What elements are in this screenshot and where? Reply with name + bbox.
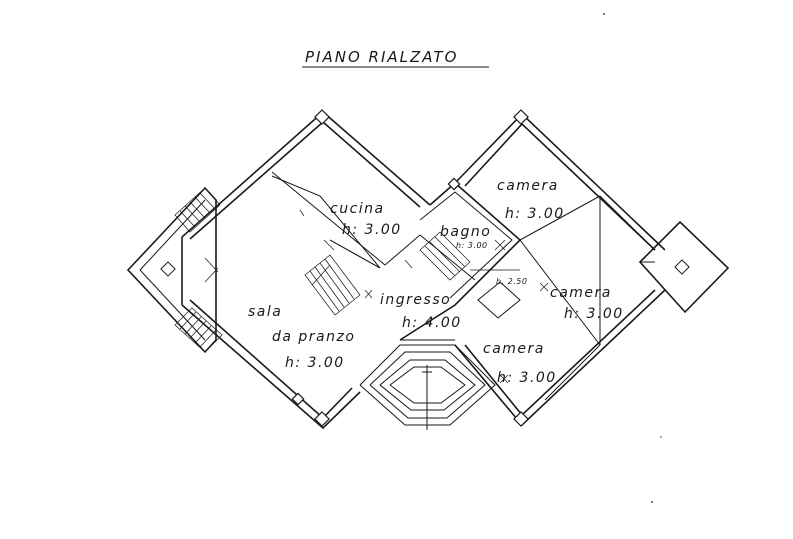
plan-title: PIANO RIALZATO [305, 48, 458, 66]
room-name-sala-line2: da pranzo [272, 329, 355, 345]
room-height-camera-right: h: 3.00 [564, 306, 624, 322]
internal-stair [304, 254, 361, 316]
room-height-disimpegno: h. 2.50 [496, 277, 527, 286]
room-height-cucina: h: 3.00 [342, 222, 402, 238]
room-height-sala: h: 3.00 [285, 355, 345, 371]
room-name-bagno: bagno [440, 224, 491, 240]
room-height-camera-bottom: h: 3.00 [497, 370, 557, 386]
room-name-camera-right: camera [550, 285, 612, 301]
room-name-cucina: cucina [330, 201, 385, 217]
stray-mark [603, 13, 605, 15]
room-height-bagno: h: 3.00 [456, 241, 488, 250]
left-wing [181, 109, 431, 430]
room-name-camera-top: camera [497, 178, 559, 194]
room-height-camera-top: h: 3.00 [505, 206, 565, 222]
left-balcony [126, 186, 223, 354]
room-name-camera-bottom: camera [483, 341, 545, 357]
room-name-ingresso: ingresso [380, 292, 451, 308]
right-wing [447, 109, 666, 427]
stray-mark [651, 501, 653, 503]
central-core [364, 181, 522, 346]
stray-mark [660, 436, 662, 438]
right-balcony [638, 220, 730, 314]
entrance-steps [359, 344, 496, 430]
room-name-sala-line1: sala [248, 304, 282, 320]
room-height-ingresso: h: 4.00 [402, 315, 462, 331]
